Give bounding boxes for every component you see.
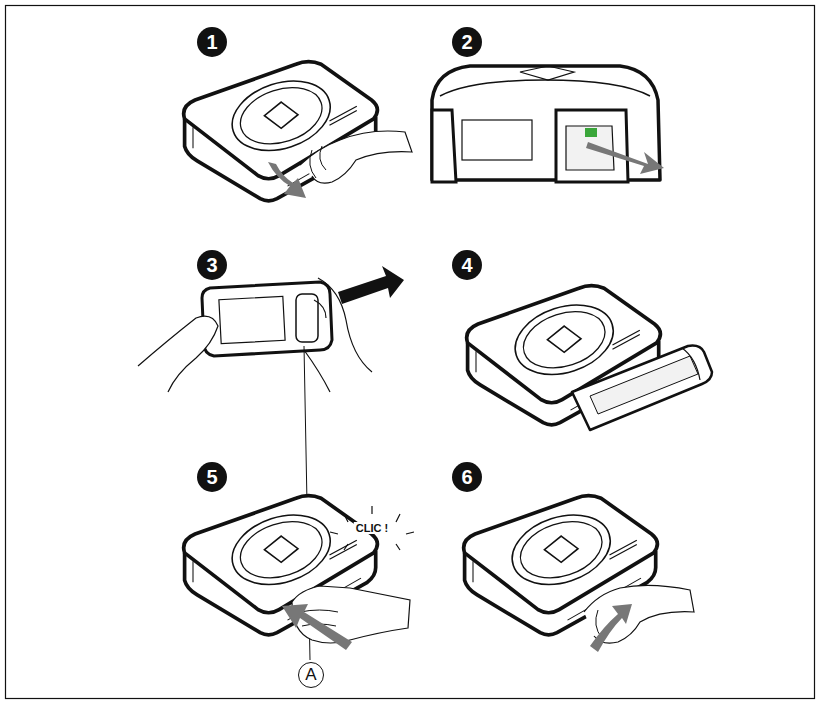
callout-number: 5 bbox=[197, 462, 227, 492]
callout-number: 6 bbox=[452, 462, 482, 492]
sound-label: CLIC ! bbox=[354, 522, 390, 534]
callout-number: 2 bbox=[452, 27, 482, 57]
callout-number: 3 bbox=[197, 250, 227, 280]
part-label: A bbox=[298, 662, 324, 688]
callout-number: 1 bbox=[197, 27, 227, 57]
callout-number: 4 bbox=[452, 250, 482, 280]
